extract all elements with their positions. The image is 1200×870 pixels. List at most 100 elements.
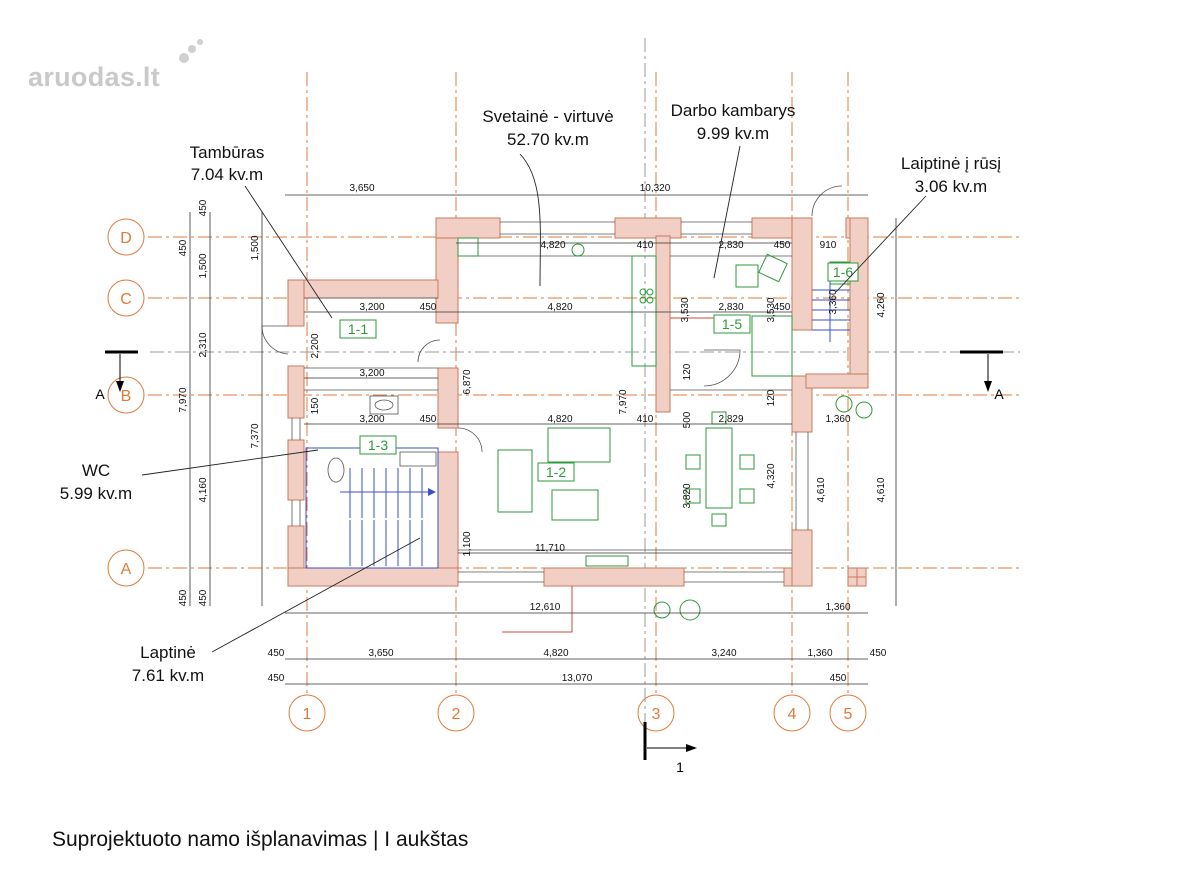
- logo-smoke-icon: [179, 39, 203, 63]
- svg-text:450: 450: [420, 414, 437, 425]
- svg-text:2,200: 2,200: [310, 333, 321, 358]
- room-tags: 1-1 1-2 1-3 1-5 1-6: [339, 262, 859, 482]
- svg-text:450: 450: [178, 239, 189, 256]
- furniture: [457, 237, 873, 621]
- label-svetaine-name: Svetainė - virtuvė: [482, 107, 613, 126]
- svg-text:450: 450: [774, 302, 791, 313]
- svg-text:4,610: 4,610: [816, 477, 827, 502]
- svg-text:2,310: 2,310: [198, 332, 209, 357]
- svg-text:450: 450: [178, 589, 189, 606]
- outdoor-tile: [847, 567, 867, 587]
- room-tag-1-3: 1-3: [368, 437, 388, 453]
- label-tamburas-name: Tambūras: [190, 143, 265, 162]
- label-laiptine-rusi-area: 3.06 kv.m: [915, 177, 987, 196]
- row-label-c: C: [120, 291, 132, 308]
- walls: [287, 217, 869, 587]
- svg-text:1,360: 1,360: [825, 602, 850, 613]
- svg-text:1,360: 1,360: [825, 414, 850, 425]
- svg-text:10,320: 10,320: [640, 183, 671, 194]
- svg-text:6,870: 6,870: [462, 369, 473, 394]
- label-wc-name: WC: [82, 461, 110, 480]
- svg-text:1,500: 1,500: [198, 253, 209, 278]
- svg-text:7,970: 7,970: [178, 387, 189, 412]
- label-laptine-area: 7.61 kv.m: [132, 666, 204, 685]
- room-labels: Tambūras 7.04 kv.m Svetainė - virtuvė 52…: [60, 101, 1002, 685]
- row-label-b: B: [121, 388, 132, 405]
- svg-text:4,320: 4,320: [766, 463, 777, 488]
- row-axis-markers: D C B A: [107, 218, 145, 587]
- svg-text:3,650: 3,650: [368, 648, 393, 659]
- svg-text:4,260: 4,260: [876, 292, 887, 317]
- col-label-4: 4: [788, 706, 797, 723]
- column-axis-markers: 1 2 3 4 5: [288, 694, 867, 732]
- plant-icon: [653, 395, 873, 621]
- svg-text:3,200: 3,200: [359, 368, 384, 379]
- svg-text:1,100: 1,100: [462, 531, 473, 556]
- label-darbo-area: 9.99 kv.m: [697, 124, 769, 143]
- wc-fixtures: [327, 395, 437, 483]
- svg-text:450: 450: [268, 648, 285, 659]
- section-label-right: A: [994, 386, 1004, 402]
- section-label-left: A: [95, 386, 105, 402]
- svg-text:410: 410: [637, 240, 654, 251]
- svg-text:7,970: 7,970: [618, 389, 629, 414]
- svg-text:450: 450: [268, 673, 285, 684]
- section-marker-right: A: [960, 350, 1004, 402]
- svg-text:1,500: 1,500: [250, 235, 261, 260]
- svg-text:3,200: 3,200: [359, 414, 384, 425]
- windows: [291, 221, 809, 583]
- label-laptine-name: Laptinė: [140, 643, 196, 662]
- col-label-1: 1: [303, 706, 312, 723]
- label-tamburas-area: 7.04 kv.m: [191, 165, 263, 184]
- svg-text:4,820: 4,820: [543, 648, 568, 659]
- svg-text:450: 450: [420, 302, 437, 313]
- col-label-3: 3: [652, 706, 661, 723]
- svg-text:450: 450: [198, 589, 209, 606]
- watermark-logo: aruodas.lt: [28, 62, 161, 92]
- svg-text:13,070: 13,070: [562, 673, 593, 684]
- label-svetaine-area: 52.70 kv.m: [507, 130, 589, 149]
- svg-text:2,830: 2,830: [718, 240, 743, 251]
- svg-text:3,530: 3,530: [680, 297, 691, 322]
- svg-text:1,360: 1,360: [807, 648, 832, 659]
- col-label-2: 2: [452, 706, 461, 723]
- svg-text:4,820: 4,820: [540, 240, 565, 251]
- svg-text:2,830: 2,830: [718, 302, 743, 313]
- svg-text:7,370: 7,370: [250, 423, 261, 448]
- row-label-d: D: [120, 230, 132, 247]
- plan-caption: Suprojektuoto namo išplanavimas | I aukš…: [52, 828, 469, 851]
- label-laiptine-rusi-name: Laiptinė į rūsį: [901, 154, 1001, 173]
- svg-text:120: 120: [682, 363, 693, 380]
- svg-text:450: 450: [198, 199, 209, 216]
- svg-text:4,820: 4,820: [547, 414, 572, 425]
- row-label-a: A: [121, 561, 132, 578]
- room-tag-1-2: 1-2: [546, 464, 566, 480]
- svg-text:3,650: 3,650: [349, 183, 374, 194]
- section-marker-left: A: [95, 350, 138, 402]
- svg-text:500: 500: [682, 411, 693, 428]
- svg-text:4,160: 4,160: [198, 477, 209, 502]
- svg-text:2,829: 2,829: [718, 414, 743, 425]
- svg-text:120: 120: [766, 389, 777, 406]
- interior-lines: [304, 255, 792, 551]
- svg-text:410: 410: [637, 414, 654, 425]
- svg-text:910: 910: [820, 240, 837, 251]
- svg-text:12,610: 12,610: [530, 602, 561, 613]
- room-tag-1-1: 1-1: [348, 321, 368, 337]
- section-label-bottom: 1: [676, 759, 684, 775]
- dimension-lines: [189, 194, 897, 685]
- svg-text:4,820: 4,820: [547, 302, 572, 313]
- dimension-texts: 3,650 10,320 4,820 410 2,830 450 910 3,2…: [178, 183, 887, 684]
- svg-text:450: 450: [774, 240, 791, 251]
- svg-text:450: 450: [830, 673, 847, 684]
- svg-text:150: 150: [310, 397, 321, 414]
- col-label-5: 5: [844, 706, 853, 723]
- room-tag-1-5: 1-5: [722, 316, 742, 332]
- staircase: [305, 282, 850, 569]
- section-marker-bottom: 1: [643, 722, 697, 775]
- label-darbo-name: Darbo kambarys: [671, 101, 796, 120]
- svg-text:4,610: 4,610: [876, 477, 887, 502]
- svg-text:3,200: 3,200: [359, 302, 384, 313]
- svg-text:3,820: 3,820: [682, 483, 693, 508]
